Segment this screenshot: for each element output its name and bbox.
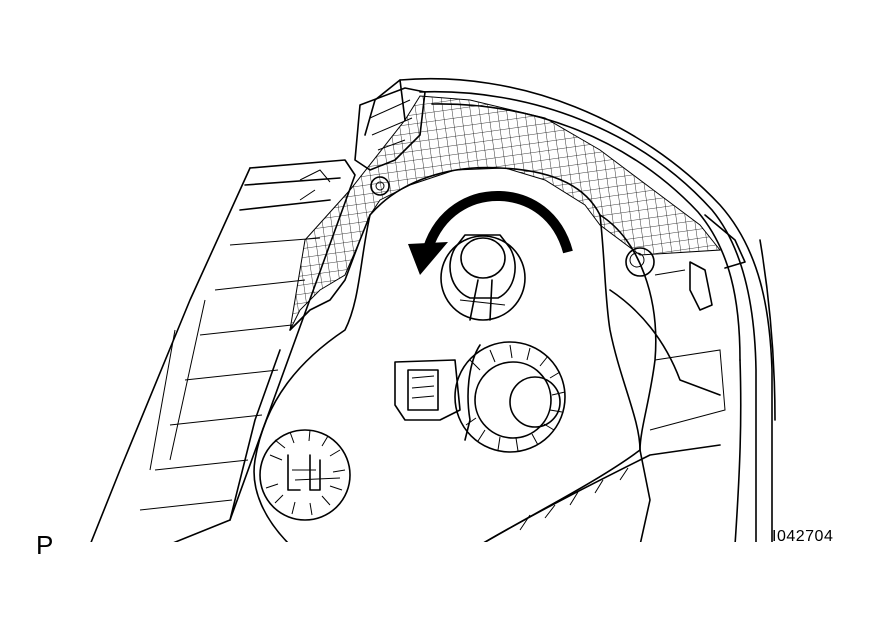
lower-housing-rim [483,444,721,542]
rotate-counterclockwise-arrow-icon [408,190,573,275]
side-screw [625,247,713,311]
view-marker-label: P [36,530,54,560]
bulb-socket-lower [259,429,351,521]
lamp-housing-outline [364,77,776,542]
left-lens-panel [90,159,371,542]
figure-id-label: I042704 [772,528,834,545]
reflector-grid [289,95,721,331]
bulb-socket-middle [394,341,566,453]
bulb-socket-upper [440,234,526,321]
upper-mount-tab [354,87,426,196]
